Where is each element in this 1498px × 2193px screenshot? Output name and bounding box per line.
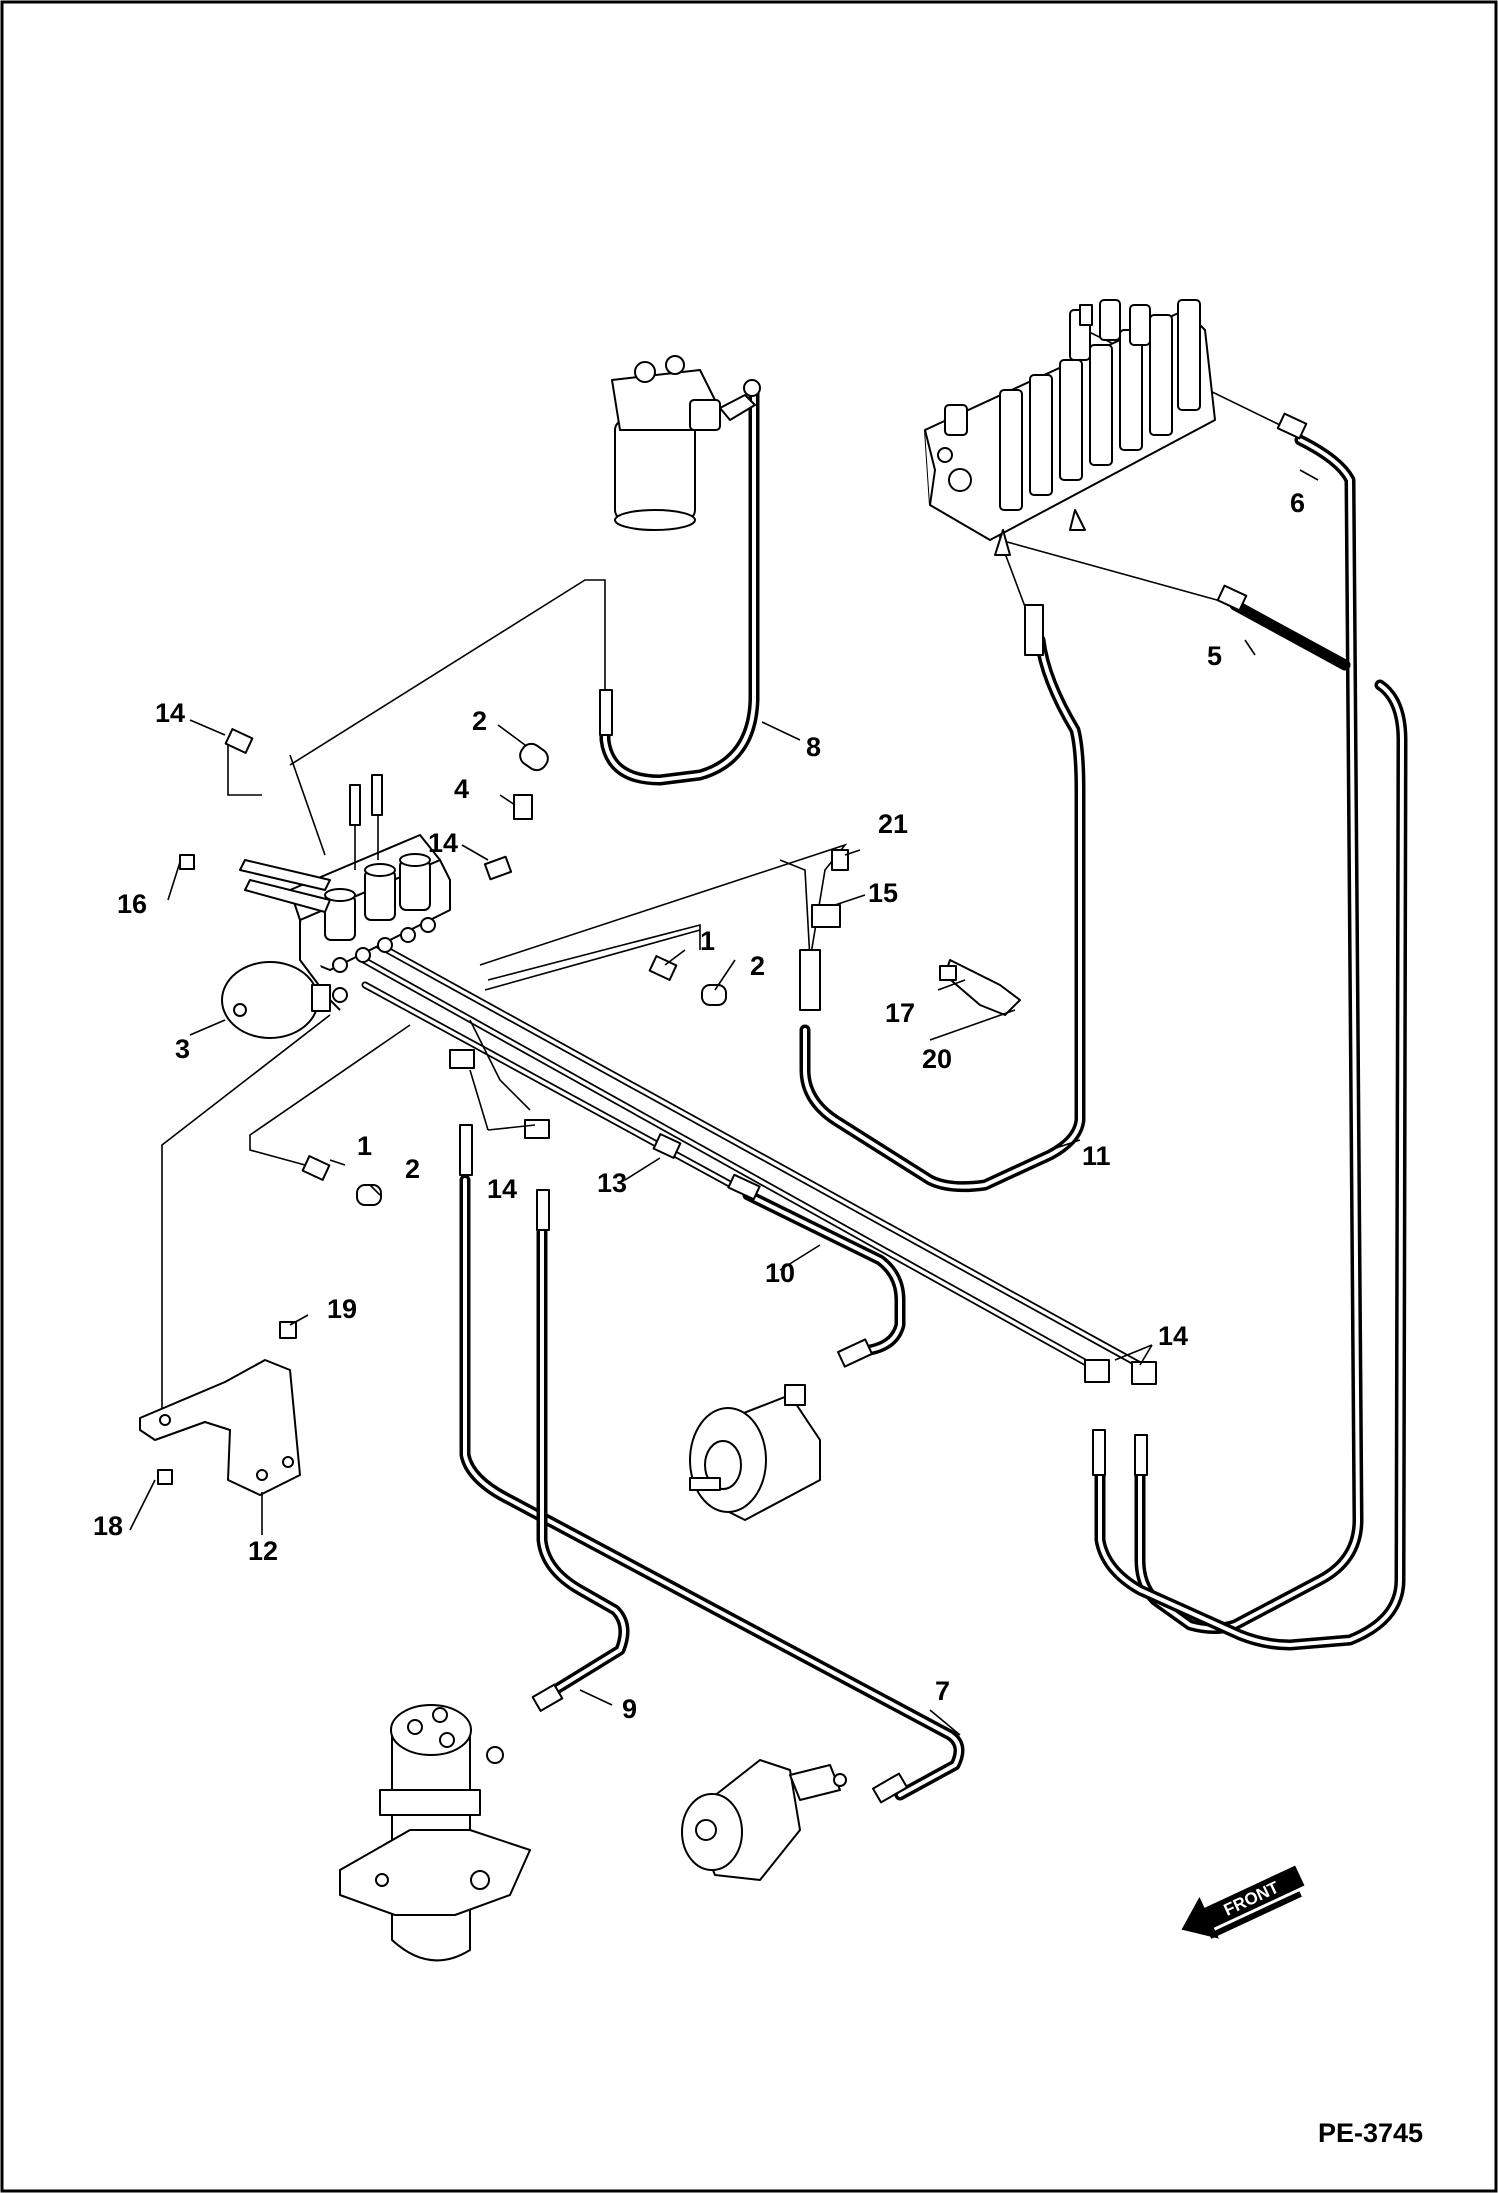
callout-20: 20 bbox=[922, 1044, 952, 1074]
callout-2c: 2 bbox=[405, 1154, 420, 1184]
callout-12: 12 bbox=[248, 1536, 278, 1566]
callout-13: 13 bbox=[597, 1168, 627, 1198]
callout-18: 18 bbox=[93, 1511, 123, 1541]
callout-2a: 2 bbox=[472, 706, 487, 736]
pilot-manifold-assembly bbox=[239, 774, 451, 1011]
callout-14c: 14 bbox=[487, 1174, 517, 1204]
callout-3: 3 bbox=[175, 1034, 190, 1064]
callout-16: 16 bbox=[117, 889, 147, 919]
callout-10: 10 bbox=[765, 1258, 795, 1288]
gear-pump bbox=[689, 1384, 821, 1521]
callout-19: 19 bbox=[327, 1294, 357, 1324]
callout-leaders bbox=[129, 469, 1319, 1736]
callout-14b: 14 bbox=[428, 828, 458, 858]
front-arrow-icon: FRONT bbox=[1181, 1865, 1305, 1939]
callout-14a: 14 bbox=[155, 698, 185, 728]
drawing-code: PE-3745 bbox=[1318, 2118, 1423, 2148]
callout-17: 17 bbox=[885, 998, 915, 1028]
callout-5: 5 bbox=[1207, 641, 1222, 671]
callout-9: 9 bbox=[622, 1694, 637, 1724]
hoses bbox=[459, 384, 1408, 1801]
swivel-joint bbox=[339, 1704, 531, 1962]
filter-assembly bbox=[611, 355, 761, 531]
callout-21: 21 bbox=[878, 809, 908, 839]
control-valve-assembly bbox=[924, 299, 1216, 556]
steel-tubes bbox=[356, 941, 1144, 1369]
mounting-bracket bbox=[139, 1359, 301, 1496]
callout-4: 4 bbox=[454, 774, 469, 804]
callout-8: 8 bbox=[806, 732, 821, 762]
callout-7: 7 bbox=[935, 1676, 950, 1706]
accumulator bbox=[221, 961, 331, 1039]
callout-11: 11 bbox=[1082, 1141, 1111, 1171]
callout-1b: 1 bbox=[357, 1131, 372, 1161]
reference-lines bbox=[161, 329, 1281, 1410]
motor-assembly bbox=[681, 1759, 847, 1881]
callout-15: 15 bbox=[868, 878, 898, 908]
front-label: FRONT bbox=[1221, 1877, 1283, 1919]
callout-1a: 1 bbox=[700, 926, 715, 956]
fittings bbox=[157, 412, 1308, 1804]
callout-14d: 14 bbox=[1158, 1321, 1188, 1351]
callouts: 14 2 4 14 16 3 1 2 21 15 17 20 8 6 5 11 … bbox=[93, 488, 1305, 1724]
callout-6: 6 bbox=[1290, 488, 1305, 518]
callout-2b: 2 bbox=[750, 951, 765, 981]
